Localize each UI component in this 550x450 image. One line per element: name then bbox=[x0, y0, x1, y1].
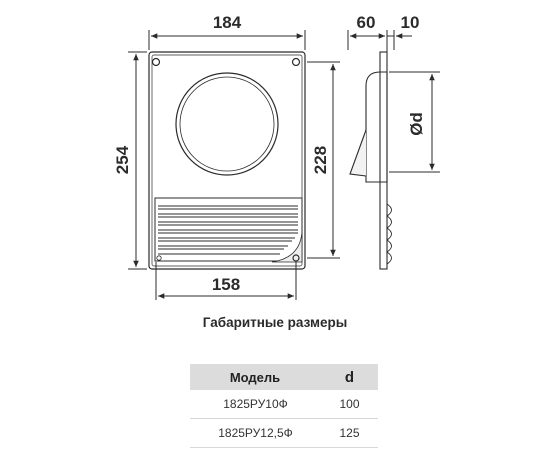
panel-inner-outline bbox=[151, 54, 303, 267]
dim-diameter-label: Ød bbox=[407, 112, 426, 136]
mount-hole-top-left bbox=[151, 57, 161, 67]
front-view bbox=[148, 51, 306, 270]
mount-hole-bottom-left bbox=[156, 255, 162, 261]
table-header-row: Модель d bbox=[190, 364, 378, 390]
dim-width-bottom-label: 158 bbox=[212, 275, 240, 294]
cell-model: 1825РУ10Ф bbox=[190, 390, 321, 419]
dim-depth bbox=[347, 30, 388, 70]
mount-hole-top-right bbox=[291, 57, 301, 67]
side-pipe bbox=[365, 71, 388, 183]
cell-d: 100 bbox=[321, 390, 378, 419]
louver-slats bbox=[158, 205, 298, 255]
side-plate bbox=[379, 51, 388, 270]
dim-height-inner-label: 228 bbox=[311, 146, 330, 174]
cell-d: 125 bbox=[321, 418, 378, 448]
dim-width-bottom bbox=[155, 262, 297, 300]
dim-width-top-label: 184 bbox=[213, 13, 242, 32]
dim-depth-label: 60 bbox=[357, 13, 376, 32]
mount-hole-bottom-right bbox=[292, 254, 300, 262]
side-view bbox=[349, 51, 392, 270]
dim-diameter bbox=[389, 71, 440, 173]
dim-thickness-label: 10 bbox=[401, 13, 420, 32]
header-model: Модель bbox=[190, 364, 321, 390]
cell-model: 1825РУ12,5Ф bbox=[190, 418, 321, 448]
spec-table: Модель d 1825РУ10Ф 100 1825РУ12,5Ф 125 bbox=[190, 364, 378, 448]
panel-outline bbox=[148, 51, 306, 270]
side-hood bbox=[349, 129, 367, 177]
louver-frame bbox=[154, 197, 303, 262]
louver-corner-cover bbox=[271, 231, 303, 263]
header-d: d bbox=[321, 364, 378, 390]
dim-height-inner bbox=[307, 61, 340, 259]
technical-drawing: 184 254 228 158 60 10 Ø bbox=[113, 13, 440, 300]
duct-circle-inner bbox=[179, 76, 275, 172]
table-row: 1825РУ10Ф 100 bbox=[190, 390, 378, 419]
table-row: 1825РУ12,5Ф 125 bbox=[190, 418, 378, 448]
side-louver-profile bbox=[386, 203, 392, 265]
dim-width-top bbox=[148, 30, 306, 50]
dim-height-left-label: 254 bbox=[113, 145, 132, 174]
duct-circle-outer bbox=[175, 72, 279, 176]
dim-height-left bbox=[128, 51, 147, 270]
caption: Габаритные размеры bbox=[202, 315, 348, 330]
dim-thickness bbox=[387, 30, 412, 50]
